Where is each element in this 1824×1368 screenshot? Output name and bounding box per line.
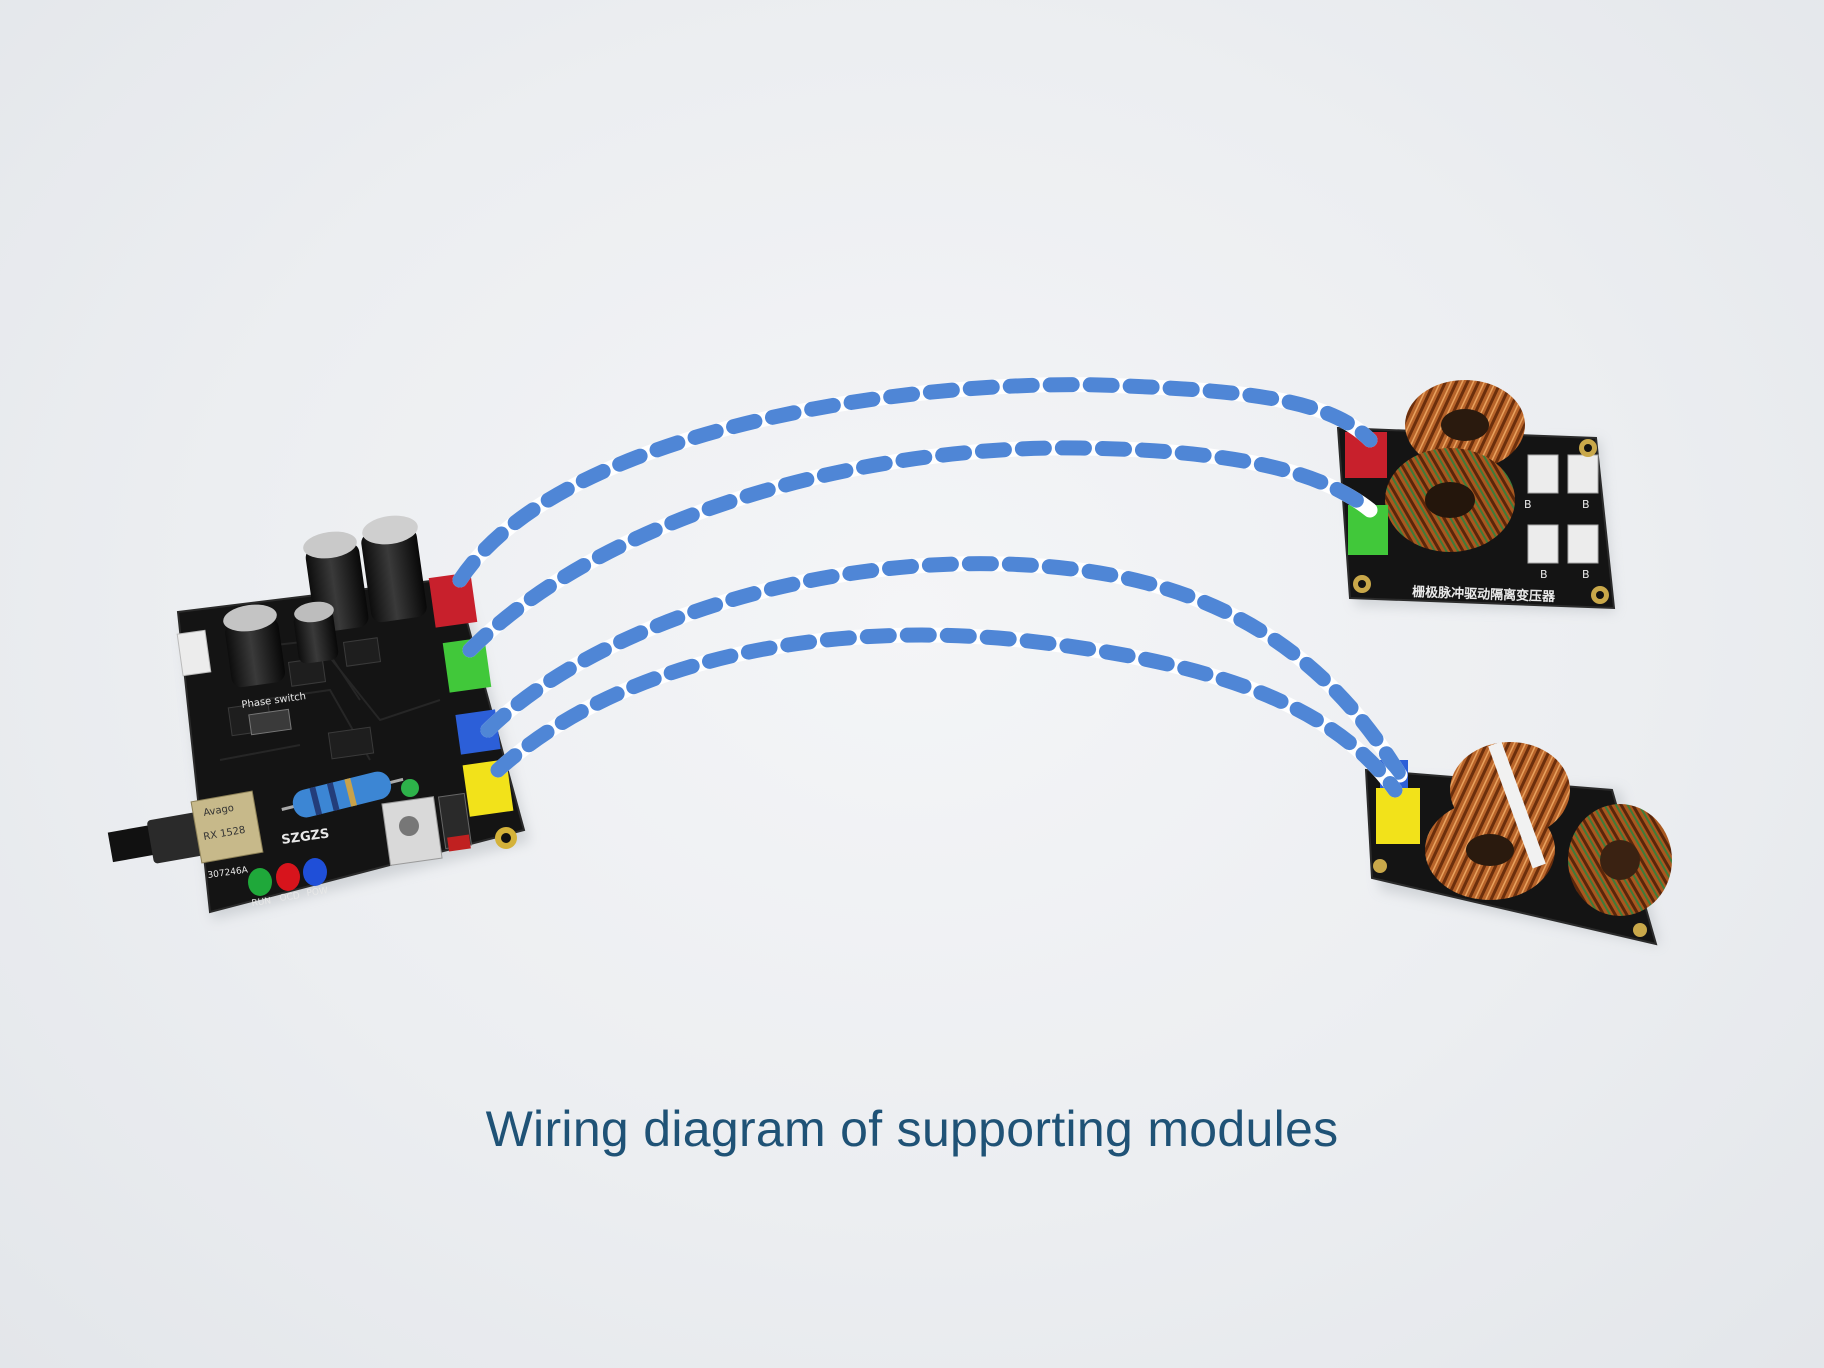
cable-4 — [490, 627, 1403, 798]
pow-led — [303, 858, 327, 886]
cable-2 — [462, 440, 1378, 658]
transformer-board-upper: B B B B 栅极脉冲驱动隔离变压器 — [1336, 380, 1616, 612]
pin-label-1: B — [1524, 498, 1532, 511]
receiver-brand: Avago — [203, 803, 235, 819]
status-leds: RUN OCD POW — [248, 858, 329, 909]
pin-label-4: B — [1582, 568, 1590, 581]
main-driver-board: Phase switch Avago RX 1528 SZGZS 307 — [107, 515, 530, 920]
cable-1 — [452, 377, 1378, 588]
phase-switch — [248, 708, 292, 736]
ocd-led-label: OCD — [279, 891, 301, 904]
caption: Wiring diagram of supporting modules — [485, 1101, 1339, 1157]
cable-tie — [1488, 741, 1546, 869]
power-header — [176, 629, 212, 677]
pin-label-2: B — [1582, 498, 1590, 511]
twisted-cables — [452, 377, 1408, 798]
main-board-connectors — [428, 572, 514, 817]
upper-board-headers — [1527, 454, 1599, 564]
green-indicator — [401, 779, 419, 797]
optical-receiver: Avago RX 1528 — [107, 790, 264, 864]
upper-board-title: 栅极脉冲驱动隔离变压器 — [1412, 584, 1556, 605]
board-brand: SZGZS — [280, 826, 330, 848]
pow-led-label: POW — [306, 886, 329, 899]
capacitors — [223, 515, 427, 688]
transformer-board-lower — [1364, 741, 1672, 946]
lower-yellow-connector — [1376, 788, 1420, 844]
power-resistor — [281, 771, 404, 818]
cable-3 — [480, 556, 1408, 783]
run-led — [248, 868, 272, 896]
pin-label-3: B — [1540, 568, 1548, 581]
ocd-led — [276, 863, 300, 891]
red-connector — [428, 572, 478, 628]
run-led-label: RUN — [251, 896, 272, 909]
lower-toroid-coils — [1425, 741, 1672, 916]
trimmer-block — [381, 792, 473, 866]
upper-toroid-coils — [1385, 380, 1525, 552]
